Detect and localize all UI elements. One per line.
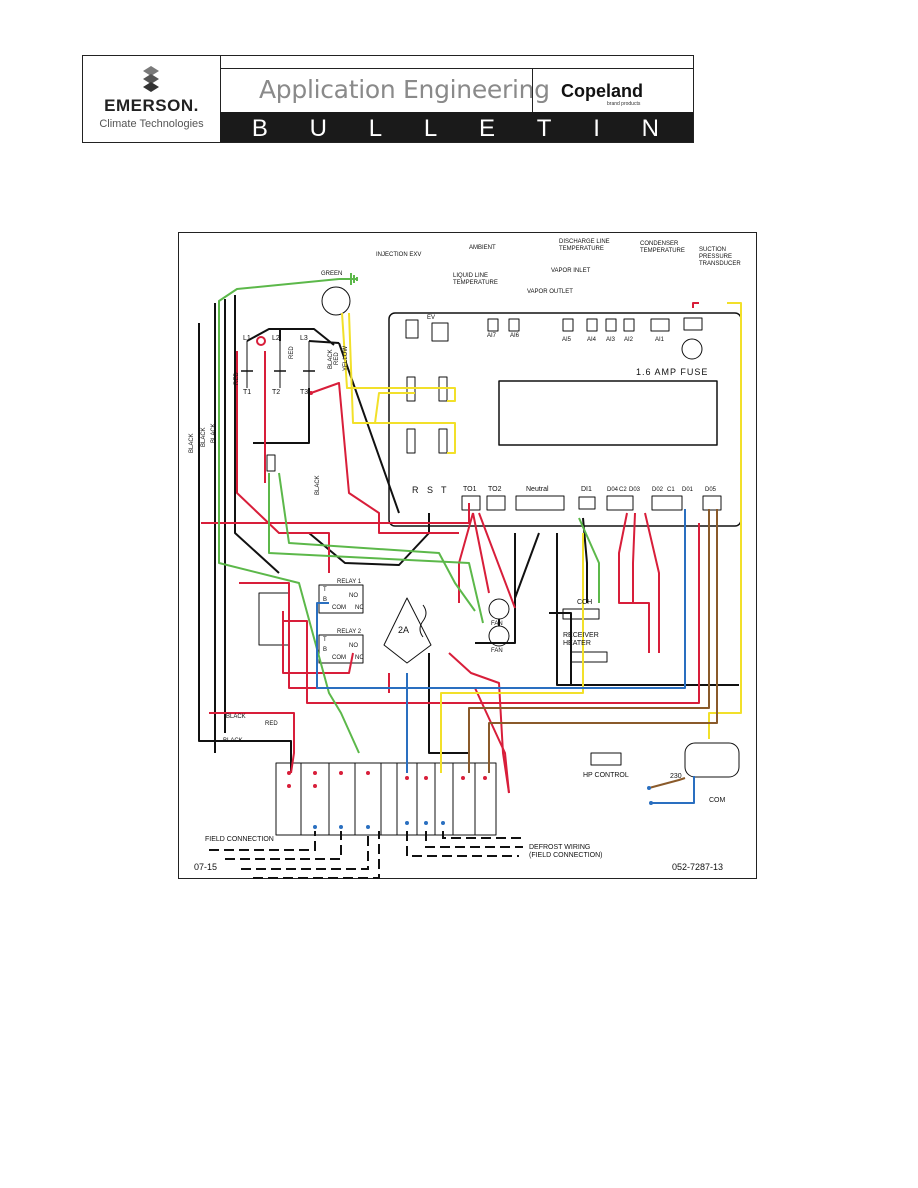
relay1-label: RELAY 1 [337, 579, 362, 585]
fuse-label: 1.6 AMP FUSE [636, 367, 709, 377]
red-wire-label-3: RED [334, 352, 340, 365]
vapor-inlet-label: VAPOR INLET [551, 268, 591, 274]
brand-name: EMERSON. [104, 96, 199, 115]
black-wire-label-6: BLACK [226, 714, 246, 720]
l2-label: L2 [272, 335, 280, 342]
vapor-outlet-label: VAPOR OUTLET [527, 289, 573, 295]
ev-label: EV [427, 315, 436, 321]
bulletin-letter: L [368, 115, 385, 142]
black-wire-label-7: BLACK [223, 738, 243, 744]
bulletin-word: B U L L E T I N [220, 115, 693, 143]
to1-label: TO1 [463, 486, 477, 493]
relay1-com-label: COM [332, 605, 346, 611]
relay2-label: RELAY 2 [337, 629, 362, 635]
l1-label: L1 [243, 335, 251, 342]
hp-control-label: HP CONTROL [583, 772, 629, 779]
ai4-label: AI4 [587, 337, 597, 343]
relay1-no-label: NO [349, 593, 358, 599]
d03-label: D03 [629, 487, 641, 493]
d02-label: D02 [652, 487, 664, 493]
terminal-s-label: S [427, 485, 434, 495]
t1-label: T1 [243, 389, 252, 396]
yellow-wire-label: YELLOW [343, 345, 349, 371]
red-wire-label: RED [234, 372, 240, 385]
defrost-wiring-label: DEFROST WIRING (FIELD CONNECTION) [529, 844, 603, 859]
relay2-no-label: NO [349, 643, 358, 649]
black-wire-label-3: BLACK [211, 423, 217, 443]
neutral-label: Neutral [526, 486, 549, 493]
t2-label: T2 [272, 389, 281, 396]
red-wire-label-4: RED [265, 721, 278, 727]
bulletin-letter: L [423, 115, 440, 142]
bulletin-letter: B [251, 115, 270, 142]
header-divider [532, 68, 533, 112]
l3-label: L3 [300, 335, 308, 342]
wiring-diagram-svg [198, 273, 742, 879]
d04-label: D04 [607, 487, 619, 493]
v230-label: 230 [670, 773, 682, 780]
ambient-label: AMBIENT [469, 245, 496, 251]
ai7-label: AI7 [487, 333, 497, 339]
bulletin-letter: T [536, 115, 554, 142]
bulletin-letter: N [641, 115, 662, 142]
emerson-mark-icon [143, 66, 159, 92]
relay1-nc-label: NC [355, 605, 364, 611]
t3-label: T3 [300, 389, 309, 396]
bulletin-bar: B U L L E T I N [220, 112, 693, 142]
header-title: Application Engineering [259, 75, 550, 104]
com-label: COM [709, 797, 726, 804]
d01-label: D01 [682, 487, 694, 493]
fan-label-2: FAN [491, 648, 503, 654]
black-wire-label-2: BLACK [201, 427, 207, 447]
bulletin-letter: E [479, 115, 498, 142]
suction-label: SUCTION PRESSURE TRANSDUCER [699, 247, 741, 267]
ai2-label: AI2 [624, 337, 634, 343]
to2-label: TO2 [488, 486, 502, 493]
d05-label: D05 [705, 487, 717, 493]
red-wire-label-2: RED [289, 346, 295, 359]
field-connection-label: FIELD CONNECTION [205, 836, 274, 843]
ai3-label: AI3 [606, 337, 616, 343]
black-wire-label: BLACK [189, 433, 195, 453]
part-number: 052-7287-13 [672, 862, 724, 872]
terminal-r-label: R [412, 485, 419, 495]
c2-label: C2 [619, 487, 627, 493]
ai6-label: AI6 [510, 333, 520, 339]
copeland-subtitle: brand products [607, 101, 641, 107]
transformer-label: 2A [398, 625, 410, 635]
fan-label-1: FAN [491, 621, 503, 627]
ai5-label: AI5 [562, 337, 572, 343]
brand-subtitle: Climate Technologies [99, 118, 204, 130]
c1-label: C1 [667, 487, 675, 493]
cch-label: CCH [577, 599, 593, 606]
header-rule [220, 68, 693, 69]
relay2-b-label: B [323, 647, 328, 653]
relay2-com-label: COM [332, 655, 346, 661]
copeland-logo: Copeland [561, 81, 644, 101]
liquid-line-label: LIQUID LINE TEMPERATURE [453, 273, 498, 286]
bulletin-letter: I [593, 115, 602, 142]
bulletin-header: EMERSON. Climate Technologies Applicatio… [82, 55, 694, 143]
relay1-t-label: T [323, 587, 327, 593]
relay2-t-label: T [323, 637, 327, 643]
bulletin-letter: U [309, 115, 329, 142]
relay2-nc-label: NC [355, 655, 364, 661]
ai1-label: AI1 [655, 337, 665, 343]
terminal-t-label: T [441, 485, 447, 495]
wiring-diagram: INJECTION EXV AMBIENT LIQUID LINE TEMPER… [178, 232, 757, 879]
date-code: 07-15 [194, 862, 218, 872]
discharge-line-label: DISCHARGE LINE TEMPERATURE [559, 239, 610, 252]
black-wire-label-4: BLACK [315, 475, 321, 495]
injection-exv-label: INJECTION EXV [376, 252, 422, 258]
di1-label: DI1 [581, 486, 592, 493]
green-wire-label: GREEN [321, 271, 343, 277]
relay1-b-label: B [323, 597, 328, 603]
receiver-heater-label: RECEIVER HEATER [563, 632, 599, 647]
emerson-logo: EMERSON. Climate Technologies [83, 56, 221, 142]
condenser-label: CONDENSER TEMPERATURE [640, 241, 685, 254]
